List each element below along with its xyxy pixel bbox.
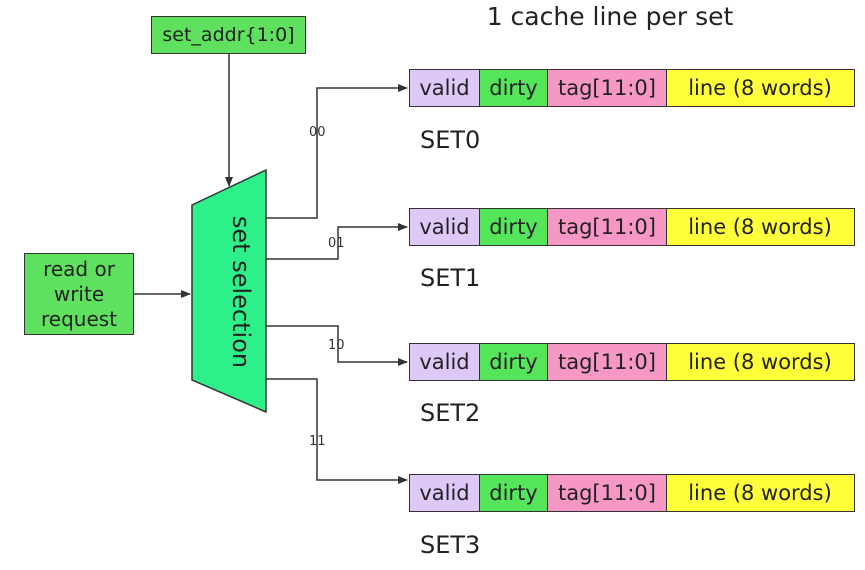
tag-field: tag[11:0] bbox=[547, 69, 667, 107]
tag-field: tag[11:0] bbox=[547, 474, 667, 512]
set-label-set0: SET0 bbox=[420, 126, 481, 154]
dirty-field: dirty bbox=[478, 343, 549, 381]
valid-field: valid bbox=[409, 474, 480, 512]
valid-field: valid bbox=[409, 343, 480, 381]
set-label-set2: SET2 bbox=[420, 399, 481, 427]
cache-line-set0: valid dirty tag[11:0] line (8 words) bbox=[409, 69, 855, 107]
tag-field: tag[11:0] bbox=[547, 208, 667, 246]
request-line-3: request bbox=[40, 306, 118, 331]
set-label-set3: SET3 bbox=[420, 531, 481, 559]
mux-label: set selection bbox=[227, 215, 255, 369]
select-label-set3: 11 bbox=[309, 434, 326, 449]
wire-set1 bbox=[266, 223, 408, 260]
dirty-field: dirty bbox=[478, 69, 549, 107]
wire-set3 bbox=[266, 378, 408, 484]
set-selection-mux bbox=[191, 168, 267, 414]
line-field: line (8 words) bbox=[665, 69, 855, 107]
dirty-field: dirty bbox=[478, 208, 549, 246]
set-addr-input-box: set_addr{1:0] bbox=[151, 16, 306, 54]
wire-set0 bbox=[266, 84, 408, 219]
request-line-2: write bbox=[53, 281, 105, 306]
valid-field: valid bbox=[409, 208, 480, 246]
line-field: line (8 words) bbox=[665, 343, 855, 381]
tag-field: tag[11:0] bbox=[547, 343, 667, 381]
select-label-set2: 10 bbox=[328, 338, 345, 353]
wire-set2 bbox=[266, 325, 408, 366]
line-field: line (8 words) bbox=[665, 474, 855, 512]
valid-field: valid bbox=[409, 69, 480, 107]
request-input-box: read or write request bbox=[24, 253, 134, 335]
request-line-1: read or bbox=[43, 256, 115, 281]
set-label-set1: SET1 bbox=[420, 264, 481, 292]
select-label-set1: 01 bbox=[328, 236, 345, 251]
dirty-field: dirty bbox=[478, 474, 549, 512]
select-label-set0: 00 bbox=[309, 125, 326, 140]
cache-line-set2: valid dirty tag[11:0] line (8 words) bbox=[409, 343, 855, 381]
diagram-title: 1 cache line per set bbox=[486, 2, 734, 31]
cache-line-set3: valid dirty tag[11:0] line (8 words) bbox=[409, 474, 855, 512]
line-field: line (8 words) bbox=[665, 208, 855, 246]
cache-line-set1: valid dirty tag[11:0] line (8 words) bbox=[409, 208, 855, 246]
